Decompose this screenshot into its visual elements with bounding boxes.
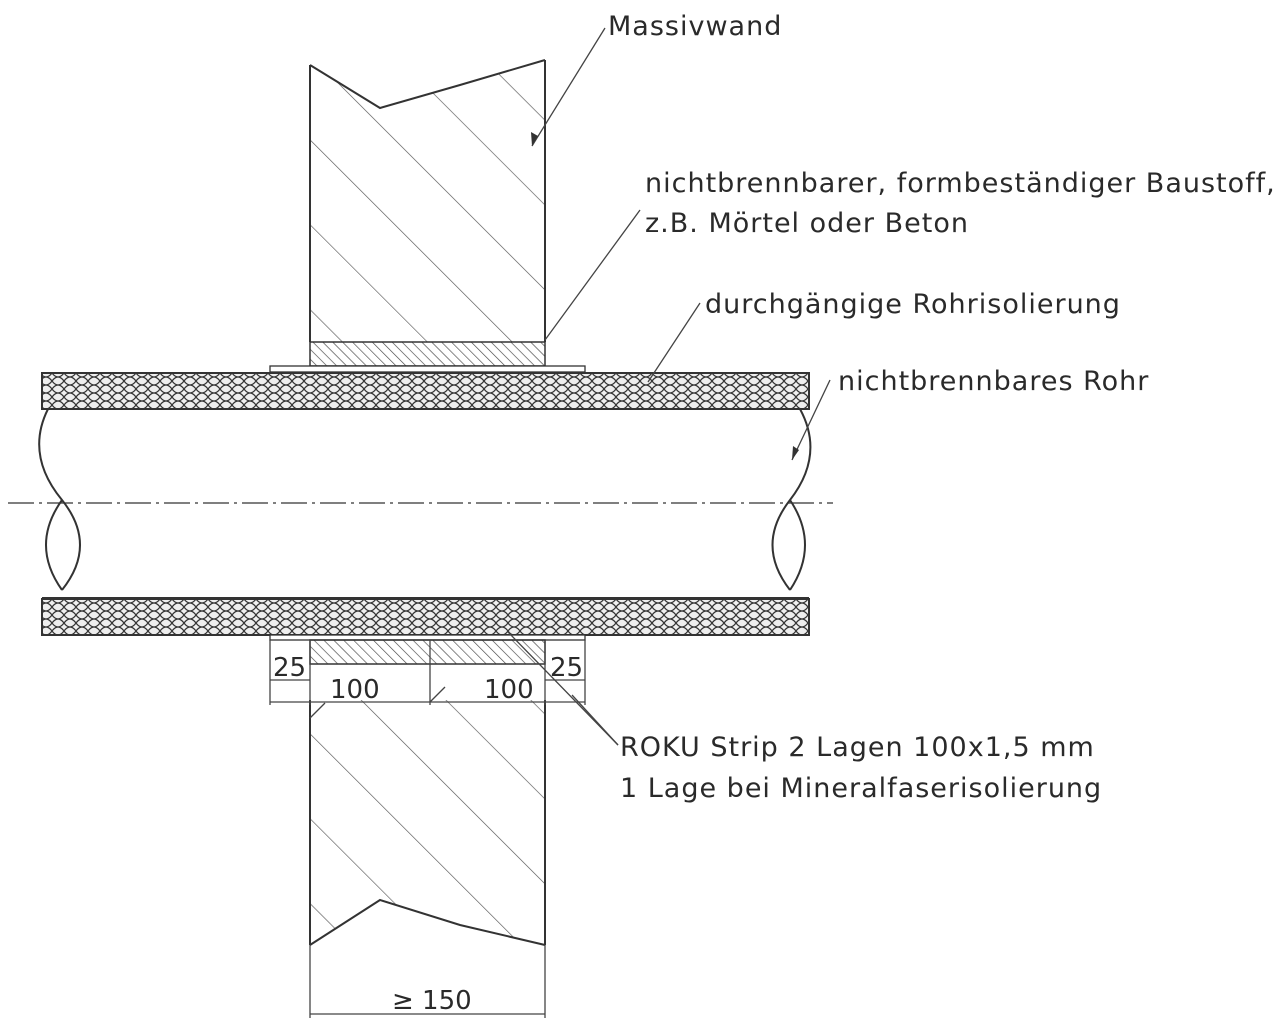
- wall-thickness-dimension: [309, 945, 546, 1018]
- wall-lower: [309, 700, 546, 946]
- label-pipe: nichtbrennbares Rohr: [838, 366, 1149, 397]
- dim-strip-right: 100: [484, 675, 534, 705]
- label-strip-line1: ROKU Strip 2 Lagen 100x1,5 mm: [620, 732, 1095, 763]
- filler-upper: [269, 341, 586, 373]
- dim-wall-thickness: ≥ 150: [392, 986, 472, 1016]
- insulation-lower: [41, 598, 810, 636]
- roku-strip-lower: [269, 634, 586, 665]
- strip-dimensions: [269, 640, 586, 719]
- label-strip-line2: 1 Lage bei Mineralfaserisolierung: [620, 773, 1102, 804]
- insulation-upper: [41, 372, 810, 410]
- dim-strip-left: 100: [330, 675, 380, 705]
- label-insulation: durchgängige Rohrisolierung: [705, 289, 1121, 320]
- label-filler-line2: z.B. Mörtel oder Beton: [645, 208, 969, 239]
- leader-lines: [507, 27, 831, 746]
- wall-upper: [309, 59, 546, 342]
- label-wall: Massivwand: [608, 11, 782, 42]
- label-filler-line1: nichtbrennbarer, formbeständiger Baustof…: [645, 168, 1276, 199]
- dim-overhang-left: 25: [273, 653, 306, 683]
- dim-overhang-right: 25: [550, 653, 583, 683]
